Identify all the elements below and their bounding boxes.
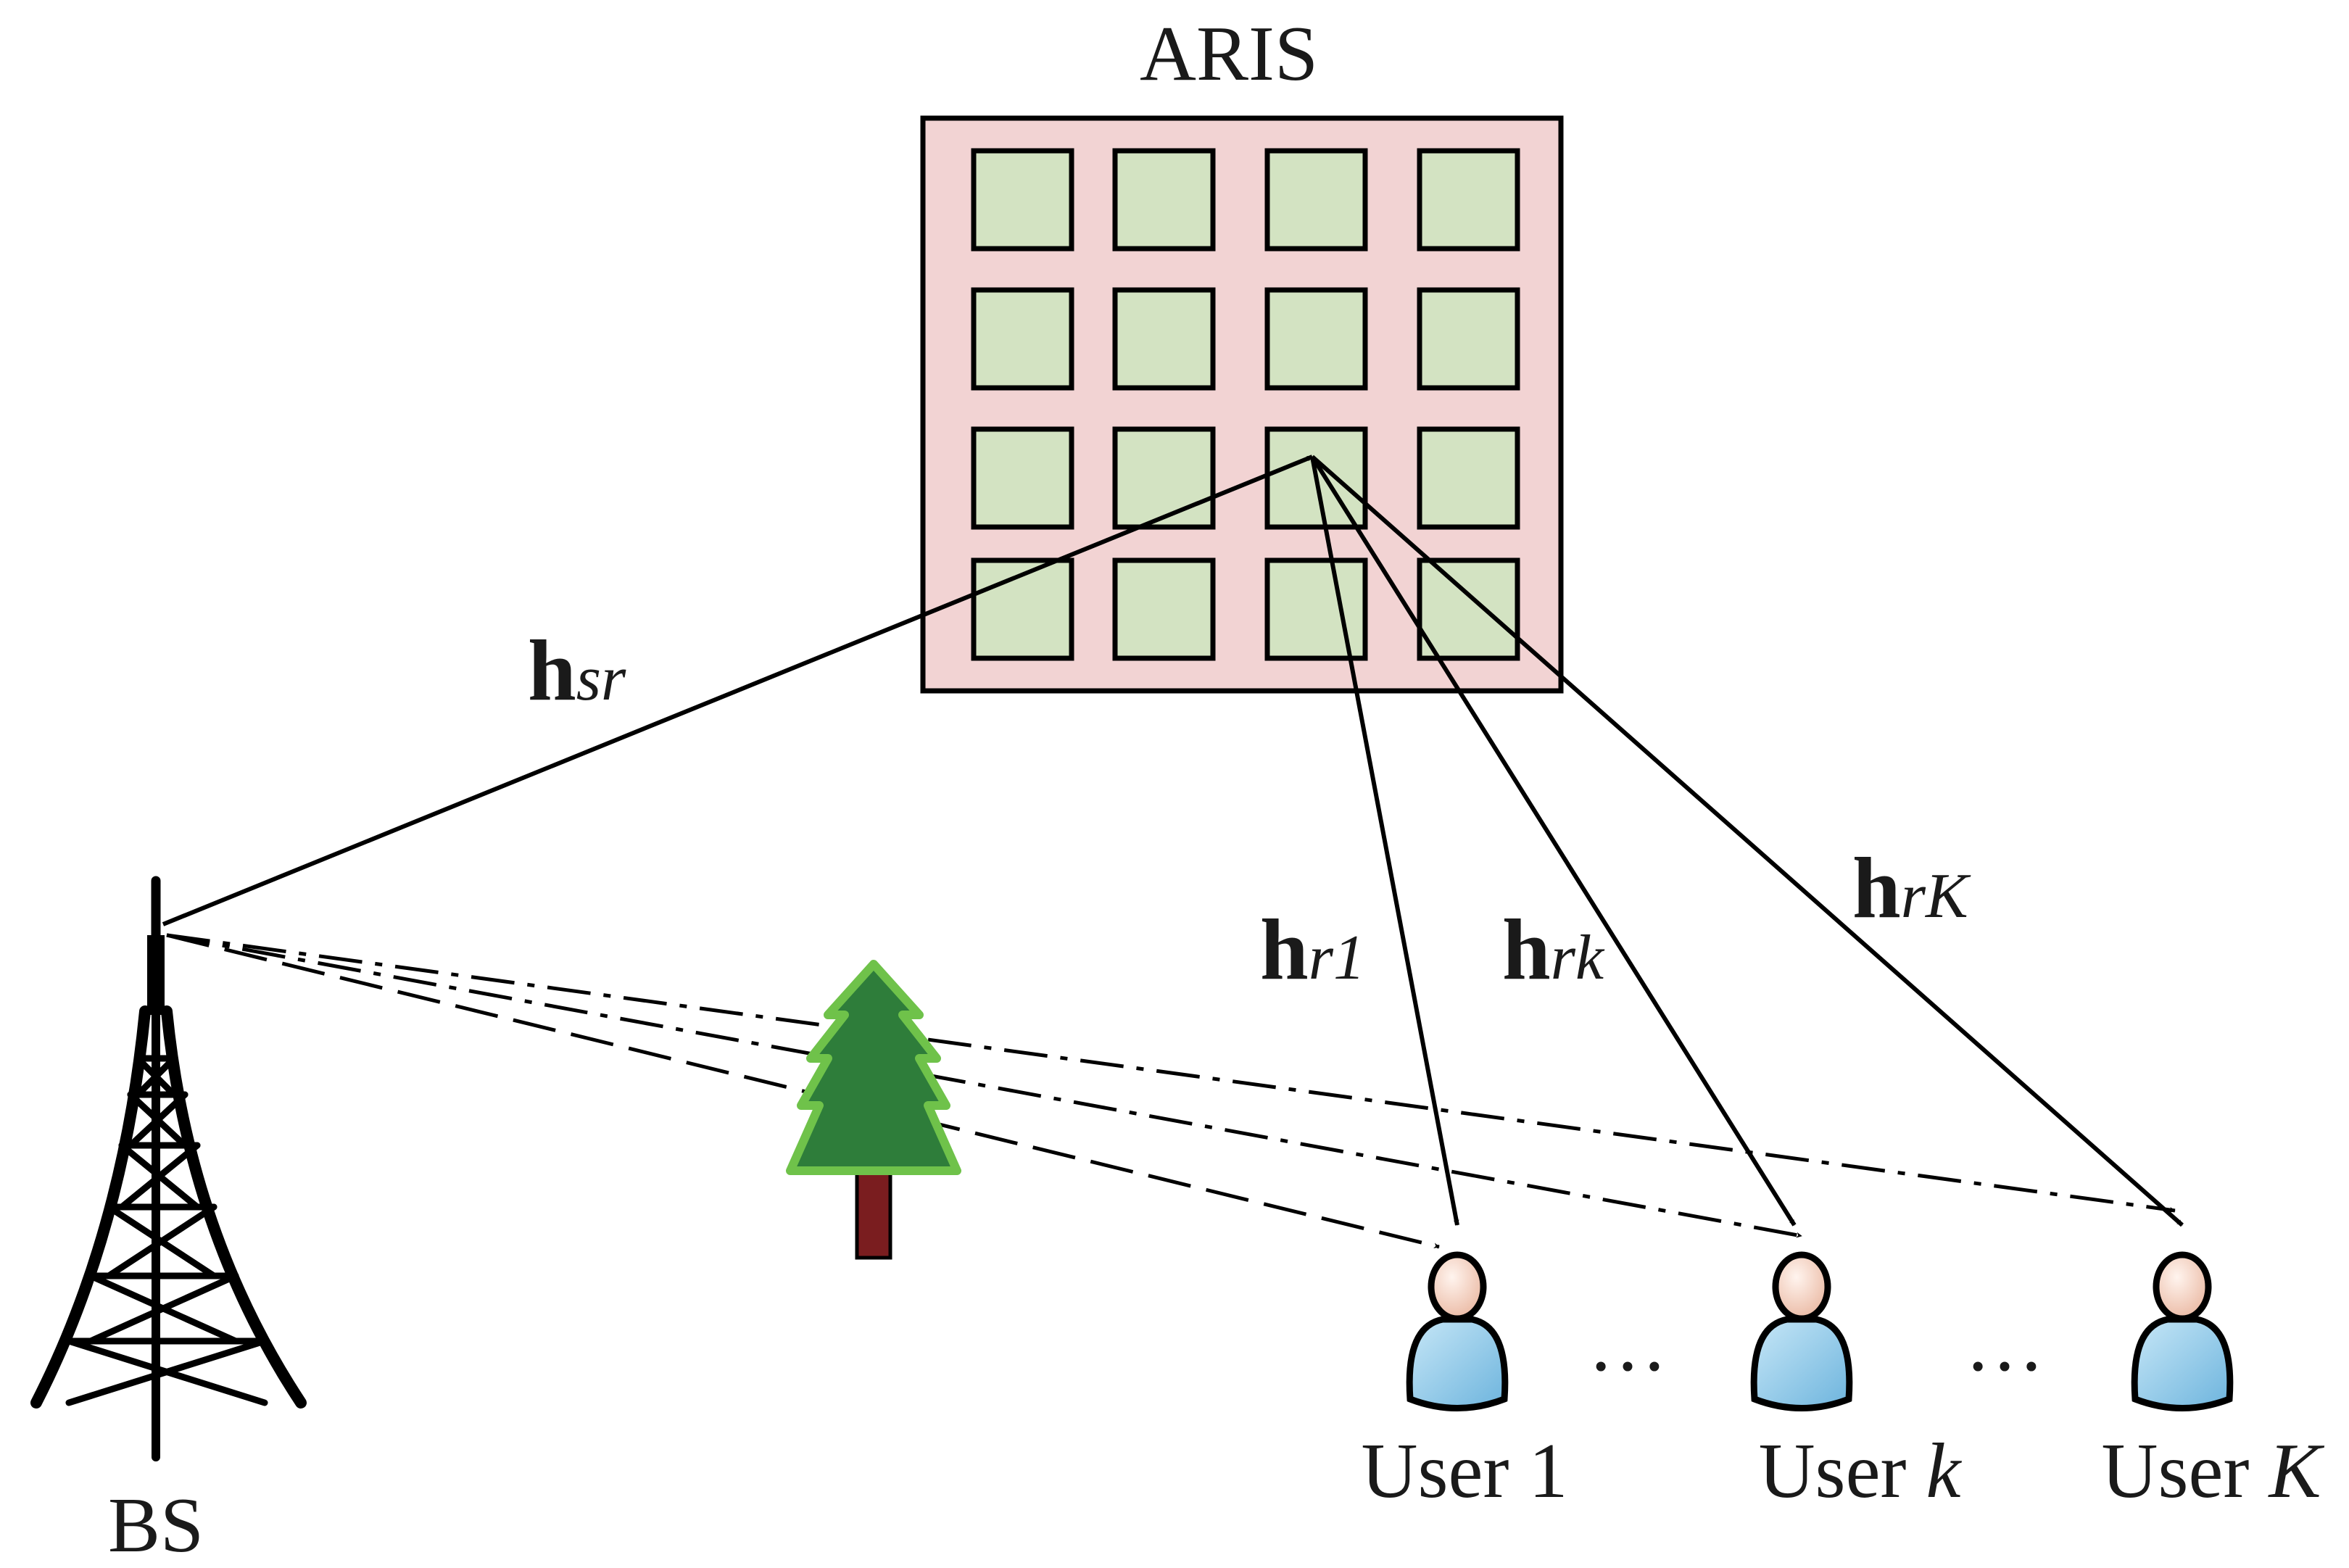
user-k-icon [1750,1251,1853,1411]
aris-element [1264,287,1368,391]
user-1-label: User 1 [1362,1428,1568,1514]
user-1-icon [1406,1251,1509,1411]
aris-panel: ARIS [920,11,1564,694]
link-aris-to-user-k [1310,455,1797,1227]
aris-element [971,426,1074,530]
link-aris-to-user-K [1311,455,2184,1227]
user-k-label: User k [1759,1428,1963,1514]
aris-element [1264,148,1368,252]
channel-label-hr1: hr1 [1260,901,1365,997]
aris-element [971,287,1074,391]
link-aris-to-user-1 [1310,456,1459,1226]
aris-element [1264,557,1368,661]
aris-element [1417,287,1520,391]
tree-obstacle-icon [786,960,961,1260]
ellipsis-1: … [1588,1299,1668,1387]
channel-label-hrk: hrk [1502,901,1605,997]
channel-label-hsr: hsr [528,622,626,718]
aris-element-grid [971,148,1520,661]
bs-label: BS [108,1482,204,1568]
channel-links [162,455,2184,1249]
aris-element [1112,557,1216,661]
link-bs-to-aris [162,455,1314,926]
channel-label-hrK: hrK [1852,839,1971,936]
aris-element [1417,148,1520,252]
user-K-label: User K [2102,1428,2325,1514]
aris-label: ARIS [1140,11,1318,97]
aris-element [1112,426,1216,530]
user-K-icon [2131,1251,2234,1411]
aris-element [971,148,1074,252]
aris-element [1112,148,1216,252]
direct-link-bs-to-user-K [166,933,2176,1213]
aris-element [1417,426,1520,530]
aris-element [1417,557,1520,661]
direct-link-bs-to-user-1 [166,933,1440,1249]
base-station-tower-icon [30,876,307,1461]
direct-link-bs-to-user-k [166,933,1802,1238]
aris-element [1112,287,1216,391]
ellipsis-2: … [1965,1299,2044,1387]
